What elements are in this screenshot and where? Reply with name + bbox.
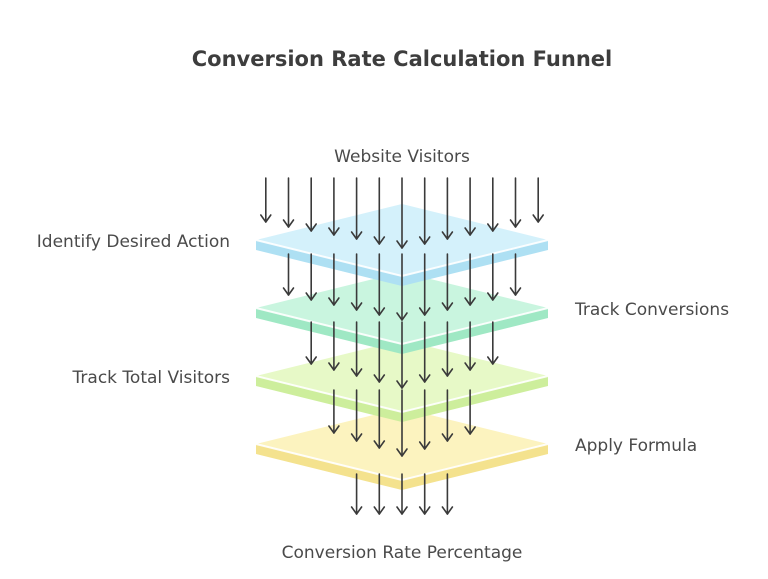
layer-side-left: [256, 308, 402, 354]
flow-arrow: [464, 389, 476, 435]
flow-arrow: [282, 177, 295, 228]
flow-arrow: [373, 473, 386, 515]
layer-label-track-conversions: Track Conversions: [574, 300, 729, 320]
input-label: Website Visitors: [334, 147, 470, 167]
flow-arrow: [328, 389, 340, 434]
flow-arrow: [509, 253, 522, 296]
flow-arrow: [441, 473, 454, 515]
flow-arrow: [350, 321, 363, 377]
flow-arrow: [509, 177, 522, 228]
layer-side-right: [402, 308, 548, 354]
flow-arrow: [260, 177, 272, 223]
layer-label-identify-desired-action: Identify Desired Action: [37, 232, 230, 252]
layer-side-left: [256, 376, 402, 422]
flow-arrow: [373, 177, 386, 245]
flow-arrow: [396, 177, 408, 249]
arrows-group: [260, 177, 544, 515]
flow-arrow: [305, 177, 317, 232]
flow-arrow: [487, 321, 499, 365]
flow-arrow: [350, 177, 363, 240]
flow-arrow: [464, 177, 476, 236]
flow-arrow: [464, 253, 476, 306]
flow-arrow: [396, 253, 408, 321]
flow-arrow: [418, 473, 431, 515]
layer-side-left: [256, 444, 402, 490]
flow-arrow: [282, 253, 295, 296]
layer-side-right: [402, 240, 548, 286]
flow-arrow: [350, 253, 363, 311]
flow-arrow: [305, 253, 317, 301]
flow-arrow: [350, 389, 363, 442]
flow-arrow: [487, 253, 499, 301]
diagram-title: Conversion Rate Calculation Funnel: [192, 47, 612, 71]
flow-arrow: [328, 177, 340, 236]
flow-arrow: [441, 177, 454, 240]
flow-arrow: [532, 177, 544, 223]
layer-label-apply-formula: Apply Formula: [575, 436, 697, 456]
flow-arrow: [418, 177, 431, 245]
flow-arrow: [305, 321, 317, 365]
layer-side-right: [402, 376, 548, 422]
output-label: Conversion Rate Percentage: [282, 543, 523, 563]
flow-arrow: [464, 321, 476, 371]
flow-arrow: [418, 389, 431, 450]
flow-arrow: [441, 253, 454, 311]
flow-arrow: [373, 253, 386, 316]
flow-arrow: [373, 389, 386, 449]
layer-side-left: [256, 240, 402, 286]
flow-arrow: [487, 177, 499, 232]
layer-label-track-total-visitors: Track Total Visitors: [72, 368, 231, 388]
flow-arrow: [350, 473, 363, 515]
flow-arrow: [418, 321, 431, 383]
flow-arrow: [396, 389, 408, 457]
flow-arrow: [396, 321, 408, 389]
flow-arrow: [396, 473, 408, 515]
flow-arrow: [373, 321, 386, 383]
flow-arrow: [328, 321, 340, 371]
flow-arrow: [441, 389, 454, 442]
layer-side-right: [402, 444, 548, 490]
flow-arrow: [328, 253, 340, 306]
flow-arrow: [418, 253, 431, 316]
flow-arrow: [441, 321, 454, 377]
